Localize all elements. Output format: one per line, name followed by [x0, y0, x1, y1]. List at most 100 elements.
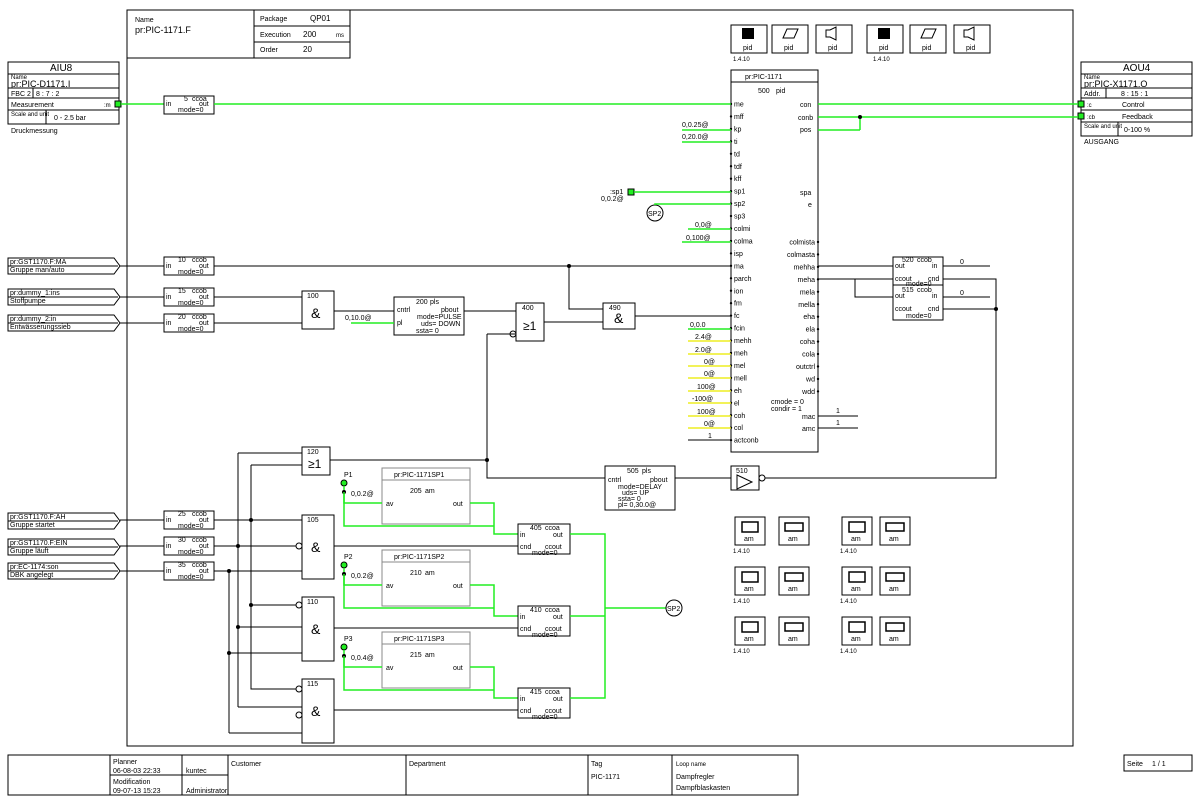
or-400[interactable]: 400 ≥1 — [515, 302, 545, 342]
block-5[interactable] — [163, 95, 215, 115]
block-15[interactable]: 15 ccob in out mode=0 — [163, 287, 215, 307]
signal-tag-label: pr:GST1170.F:MA — [10, 259, 67, 266]
faceplate-pid-1[interactable]: pid — [730, 24, 768, 54]
am-faceplate[interactable]: am — [734, 566, 766, 596]
svg-text:in: in — [520, 614, 526, 621]
pid-block[interactable]: pr:PIC-1171 500 pid memffkptitdtdfkffsp1… — [729, 69, 820, 453]
am-faceplate[interactable]: am — [879, 566, 911, 596]
svg-text:10: 10 — [178, 257, 186, 264]
aou4-scale-value: 0-100 % — [1124, 127, 1150, 134]
order-value: 20 — [303, 45, 312, 54]
faceplate-pid-6[interactable]: pid — [953, 24, 991, 54]
pid-in-colmi: colmi — [734, 226, 751, 233]
svg-text:0,0.2@: 0,0.2@ — [601, 196, 624, 203]
svg-text:out: out — [199, 101, 209, 108]
param-port[interactable] — [340, 643, 348, 651]
or-120[interactable]: 120 ≥1 — [301, 446, 331, 476]
am-faceplate[interactable]: am — [841, 566, 873, 596]
am-faceplate[interactable]: am — [778, 616, 810, 646]
aou4-feedback-port[interactable] — [1077, 112, 1085, 120]
faceplate-pid-2[interactable]: pid — [771, 24, 809, 54]
pid-out-con: con — [800, 102, 811, 109]
block-515[interactable]: mode=0 515 ccob out in ccout cnd mode=0 — [892, 281, 944, 321]
svg-text:mode=0: mode=0 — [178, 326, 204, 333]
am-faceplate[interactable]: am — [841, 616, 873, 646]
svg-text:cnd: cnd — [928, 306, 939, 313]
svg-text:ccout: ccout — [545, 708, 562, 715]
and-490[interactable]: 490 & — [602, 302, 636, 330]
svg-text:out: out — [199, 294, 209, 301]
block-415[interactable]: 415 ccoa in out cnd ccout mode=0 — [517, 687, 571, 721]
svg-text:am: am — [851, 536, 861, 543]
aou4-control-port[interactable] — [1077, 100, 1085, 108]
svg-text:25: 25 — [178, 511, 186, 518]
pid-out-colmista: colmista — [789, 240, 815, 247]
block-20[interactable]: 20 ccob in out mode=0 — [163, 313, 215, 333]
svg-text:pl= 0,30.0@: pl= 0,30.0@ — [618, 502, 656, 509]
and-115[interactable]: 115 & — [301, 678, 335, 744]
svg-text:am: am — [889, 536, 899, 543]
am-faceplate[interactable]: am — [734, 616, 766, 646]
am-faceplate[interactable]: am — [879, 616, 911, 646]
header-name-label: Name — [135, 17, 154, 24]
block-10[interactable]: 10 ccob in out mode=0 — [163, 256, 215, 276]
param-port[interactable] — [340, 561, 348, 569]
block-30[interactable]: 30 ccob in out mode=0 — [163, 536, 215, 556]
svg-text:15: 15 — [178, 288, 186, 295]
block-35[interactable]: 35 ccob in out mode=0 — [163, 561, 215, 581]
and-110[interactable]: 110 & — [301, 596, 335, 662]
am-faceplate[interactable]: am — [734, 516, 766, 546]
pid-in-colma: colma — [734, 238, 753, 245]
svg-text:am: am — [788, 636, 798, 643]
execution-unit: ms — [336, 33, 344, 39]
pls-200[interactable]: 200 pls cntrl pbout mode=PULSE pl uds= D… — [393, 296, 465, 336]
and-100[interactable]: 100 & — [301, 290, 335, 330]
block-520[interactable]: 520 ccob out in ccout cnd — [892, 256, 944, 286]
pid-out-cola: cola — [802, 352, 815, 359]
pid-type: pid — [776, 88, 785, 95]
aiu8-measurement-label: Measurement — [11, 102, 54, 109]
block-25[interactable]: 25 ccob in out mode=0 — [163, 510, 215, 530]
not-510[interactable]: 510 — [730, 465, 766, 491]
pid-in-mell: mell — [734, 375, 747, 382]
pls-505[interactable]: 505 pls cntrl pbout mode=DELAY uds= UP s… — [604, 465, 676, 511]
faceplate-pid-3[interactable]: pid — [815, 24, 853, 54]
svg-text:20: 20 — [178, 314, 186, 321]
pid-in-actconb: actconb — [734, 438, 759, 445]
faceplate-pid-5[interactable]: pid — [909, 24, 947, 54]
speaker-icon — [963, 26, 975, 41]
signal-desc: Gruppe startet — [10, 522, 55, 529]
and-105[interactable]: 105 & — [295, 514, 335, 580]
aiu8-scale-value: 0 - 2.5 bar — [54, 115, 87, 122]
pid-faceplate-icon — [742, 28, 754, 39]
aiu8-desc: Druckmessung — [11, 128, 58, 135]
am-faceplate[interactable]: am — [778, 516, 810, 546]
svg-text:out: out — [453, 501, 463, 508]
am-faceplate[interactable]: am — [879, 516, 911, 546]
block-410[interactable]: 410 ccoa in out cnd ccout mode=0 — [517, 605, 571, 639]
aiu8-scale-label: Scale and unit — [11, 112, 49, 118]
faceplate-pid-4[interactable]: pid — [866, 24, 904, 54]
pid-in-mehh: mehh — [734, 338, 752, 345]
svg-text:in: in — [166, 263, 172, 270]
block-405[interactable]: 405 ccoa in out cnd ccout mode=0 — [517, 523, 571, 557]
svg-text::sp1: :sp1 — [610, 189, 623, 196]
param-label: P2 — [344, 554, 353, 561]
am-faceplate[interactable]: am — [841, 516, 873, 546]
am-sub: 1.4.10 — [733, 549, 750, 555]
svg-text:120: 120 — [307, 449, 319, 456]
am-faceplate[interactable]: am — [778, 566, 810, 596]
sp1-port[interactable] — [627, 188, 635, 196]
param-port[interactable] — [340, 479, 348, 487]
aiu8-output-port[interactable] — [114, 100, 122, 108]
